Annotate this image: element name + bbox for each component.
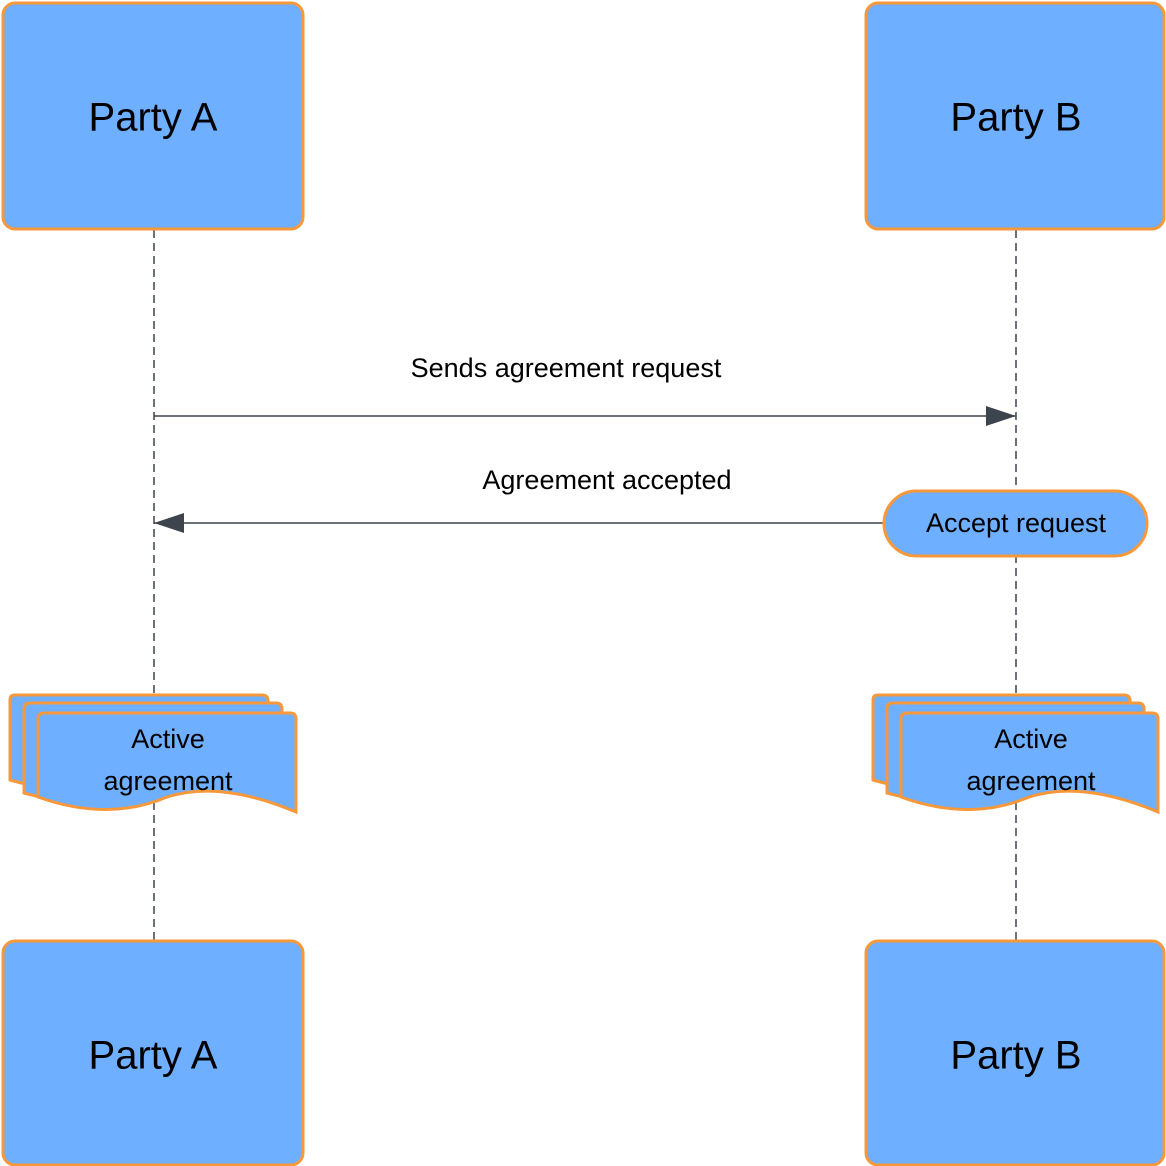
document-page-front bbox=[899, 711, 1160, 815]
message-label: Agreement accepted bbox=[482, 465, 731, 495]
actor-label: Party A bbox=[89, 96, 218, 140]
actor-label: Party B bbox=[950, 96, 1081, 140]
process-label: Accept request bbox=[926, 508, 1107, 538]
document-stack-party-b[interactable]: Active agreement bbox=[871, 693, 1160, 815]
message-agreement-accepted[interactable]: Agreement accepted bbox=[154, 465, 884, 533]
document-label-line2: agreement bbox=[103, 766, 233, 796]
actor-party-a-bottom[interactable]: Party A bbox=[1, 939, 305, 1166]
document-label-line2: agreement bbox=[966, 766, 1096, 796]
actor-party-a-top[interactable]: Party A bbox=[1, 1, 305, 231]
document-label-line1: Active bbox=[994, 724, 1068, 754]
document-page-front bbox=[36, 711, 298, 815]
document-label-line1: Active bbox=[131, 724, 205, 754]
actor-label: Party B bbox=[950, 1034, 1081, 1078]
process-accept-request[interactable]: Accept request bbox=[882, 489, 1149, 558]
document-stack-party-a[interactable]: Active agreement bbox=[8, 693, 298, 815]
actor-label: Party A bbox=[89, 1034, 218, 1078]
actor-party-b-bottom[interactable]: Party B bbox=[864, 939, 1166, 1166]
actor-party-b-top[interactable]: Party B bbox=[864, 1, 1166, 231]
message-send-request[interactable]: Sends agreement request bbox=[154, 353, 1016, 426]
message-label: Sends agreement request bbox=[411, 353, 722, 383]
